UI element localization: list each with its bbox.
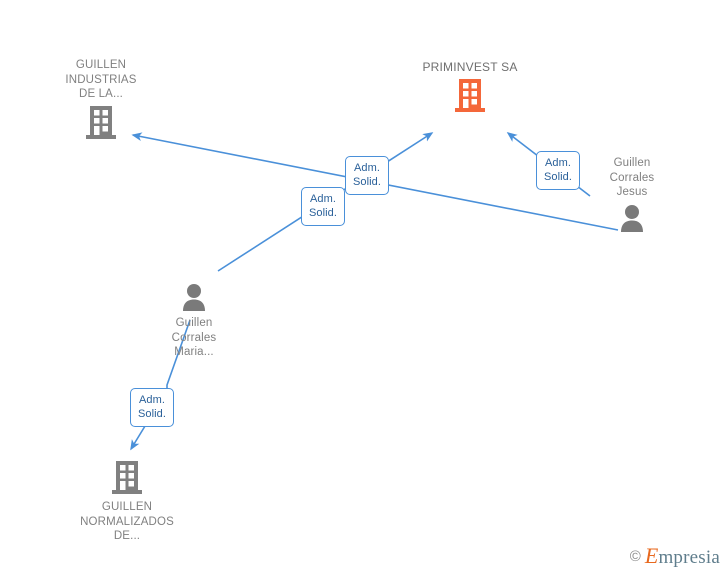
graph-node-priminvest[interactable]: PRIMINVEST SA: [410, 60, 530, 113]
person-icon: [183, 284, 205, 311]
person-icon: [621, 204, 643, 232]
empresia-watermark: © Empresia: [630, 543, 720, 569]
edge-label-adm-solid-priminvest-maria[interactable]: Adm. Solid.: [345, 156, 389, 195]
node-label-guillen-corrales-jesus: Guillen Corrales Jesus: [609, 157, 655, 198]
building-icon: [112, 461, 142, 494]
edge-label-adm-solid-normalizados[interactable]: Adm. Solid.: [301, 187, 345, 226]
graph-node-guillen-corrales-maria[interactable]: Guillen Corrales Maria...: [134, 283, 254, 360]
edge-label-adm-solid-maria-normalizados[interactable]: Adm. Solid.: [130, 388, 174, 427]
node-label-guillen-industrias: GUILLEN INDUSTRIAS DE LA...: [65, 59, 137, 100]
copyright-icon: ©: [629, 547, 641, 565]
node-label-guillen-normalizados: GUILLEN NORMALIZADOS DE...: [80, 501, 174, 542]
graph-node-guillen-corrales-jesus[interactable]: Guillen Corrales Jesus: [572, 156, 692, 232]
graph-node-guillen-normalizados[interactable]: GUILLEN NORMALIZADOS DE...: [67, 461, 187, 544]
graph-node-guillen-industrias[interactable]: GUILLEN INDUSTRIAS DE LA...: [41, 58, 161, 140]
building-icon: [455, 78, 485, 112]
building-icon: [86, 105, 116, 139]
node-label-guillen-corrales-maria: Guillen Corrales Maria...: [171, 317, 217, 358]
edge-label-adm-solid-jesus-priminvest[interactable]: Adm. Solid.: [536, 151, 580, 190]
empresia-logo-text: Empresia: [645, 543, 720, 569]
empresia-logo-initial: E: [644, 543, 659, 568]
empresia-logo-rest: mpresia: [658, 547, 720, 568]
node-label-priminvest: PRIMINVEST SA: [422, 60, 518, 74]
